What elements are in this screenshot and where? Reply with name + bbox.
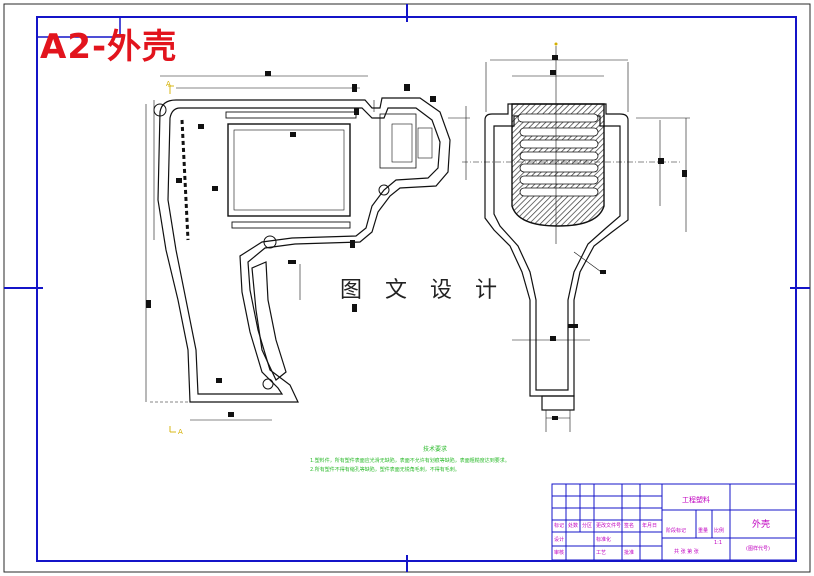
front-view-dim-marks bbox=[550, 55, 687, 420]
drawing-code: (图样代号) bbox=[746, 546, 770, 552]
std-label: 标准化 bbox=[596, 537, 612, 543]
section-label-top: A bbox=[166, 80, 171, 88]
bottom-rail bbox=[231, 221, 351, 229]
change-label: 更改文件号 bbox=[596, 523, 622, 529]
craft-label: 工艺 bbox=[596, 550, 607, 556]
watermark-text: 图 文 设 计 bbox=[340, 278, 505, 303]
sheets-label: 共 张 第 张 bbox=[674, 549, 699, 555]
zone-label: 分区 bbox=[582, 523, 593, 529]
material-label: 工程塑料 bbox=[682, 496, 710, 504]
side-view bbox=[153, 97, 451, 403]
side-view-dimensions bbox=[145, 75, 470, 421]
display-window bbox=[227, 123, 351, 217]
front-view-dimensions bbox=[462, 46, 690, 432]
center-mark bbox=[554, 42, 558, 46]
technical-notes: 技术要求 1.塑料件，所有塑件表面应光滑无缺陷，表面不允许有划痕等缺陷，表面粗糙… bbox=[310, 445, 560, 475]
section-label-bottom: A bbox=[178, 428, 183, 436]
approve-label: 批准 bbox=[624, 550, 635, 556]
housing-inner-wall bbox=[167, 107, 441, 395]
side-view-dim-marks bbox=[146, 71, 436, 417]
title-corner-box bbox=[36, 16, 121, 38]
centering-marks bbox=[4, 4, 810, 572]
technical-note-line-1: 1.塑料件，所有塑件表面应光滑无缺陷，表面不允许有划痕等缺陷，表面粗糙度达到要求… bbox=[310, 458, 510, 464]
checker-label: 审核 bbox=[554, 550, 565, 556]
sheet-corner-title: A2-外壳 bbox=[40, 27, 178, 67]
housing-outline bbox=[157, 97, 451, 403]
designer-label: 设计 bbox=[554, 537, 565, 543]
handle-inner bbox=[251, 261, 287, 381]
weight-label: 重量 bbox=[698, 528, 709, 534]
stage-label: 阶段标记 bbox=[666, 528, 687, 534]
mark-label: 标记 bbox=[554, 523, 565, 529]
part-name: 外壳 bbox=[752, 520, 771, 530]
scale-label: 比例 bbox=[714, 528, 725, 534]
count-label: 处数 bbox=[568, 523, 579, 529]
scale-value: 1:1 bbox=[714, 540, 723, 546]
sign-label: 签名 bbox=[624, 523, 635, 529]
technical-note-line-2: 2.所有塑件不得有缩孔等缺陷，塑件表面无锐角毛刺，不得有毛刺。 bbox=[310, 467, 460, 473]
front-slots bbox=[517, 113, 599, 197]
top-rail bbox=[225, 111, 357, 119]
date-label: 年月日 bbox=[642, 523, 658, 529]
technical-notes-title: 技术要求 bbox=[422, 446, 447, 453]
section-line bbox=[168, 85, 176, 433]
title-block bbox=[551, 483, 797, 561]
